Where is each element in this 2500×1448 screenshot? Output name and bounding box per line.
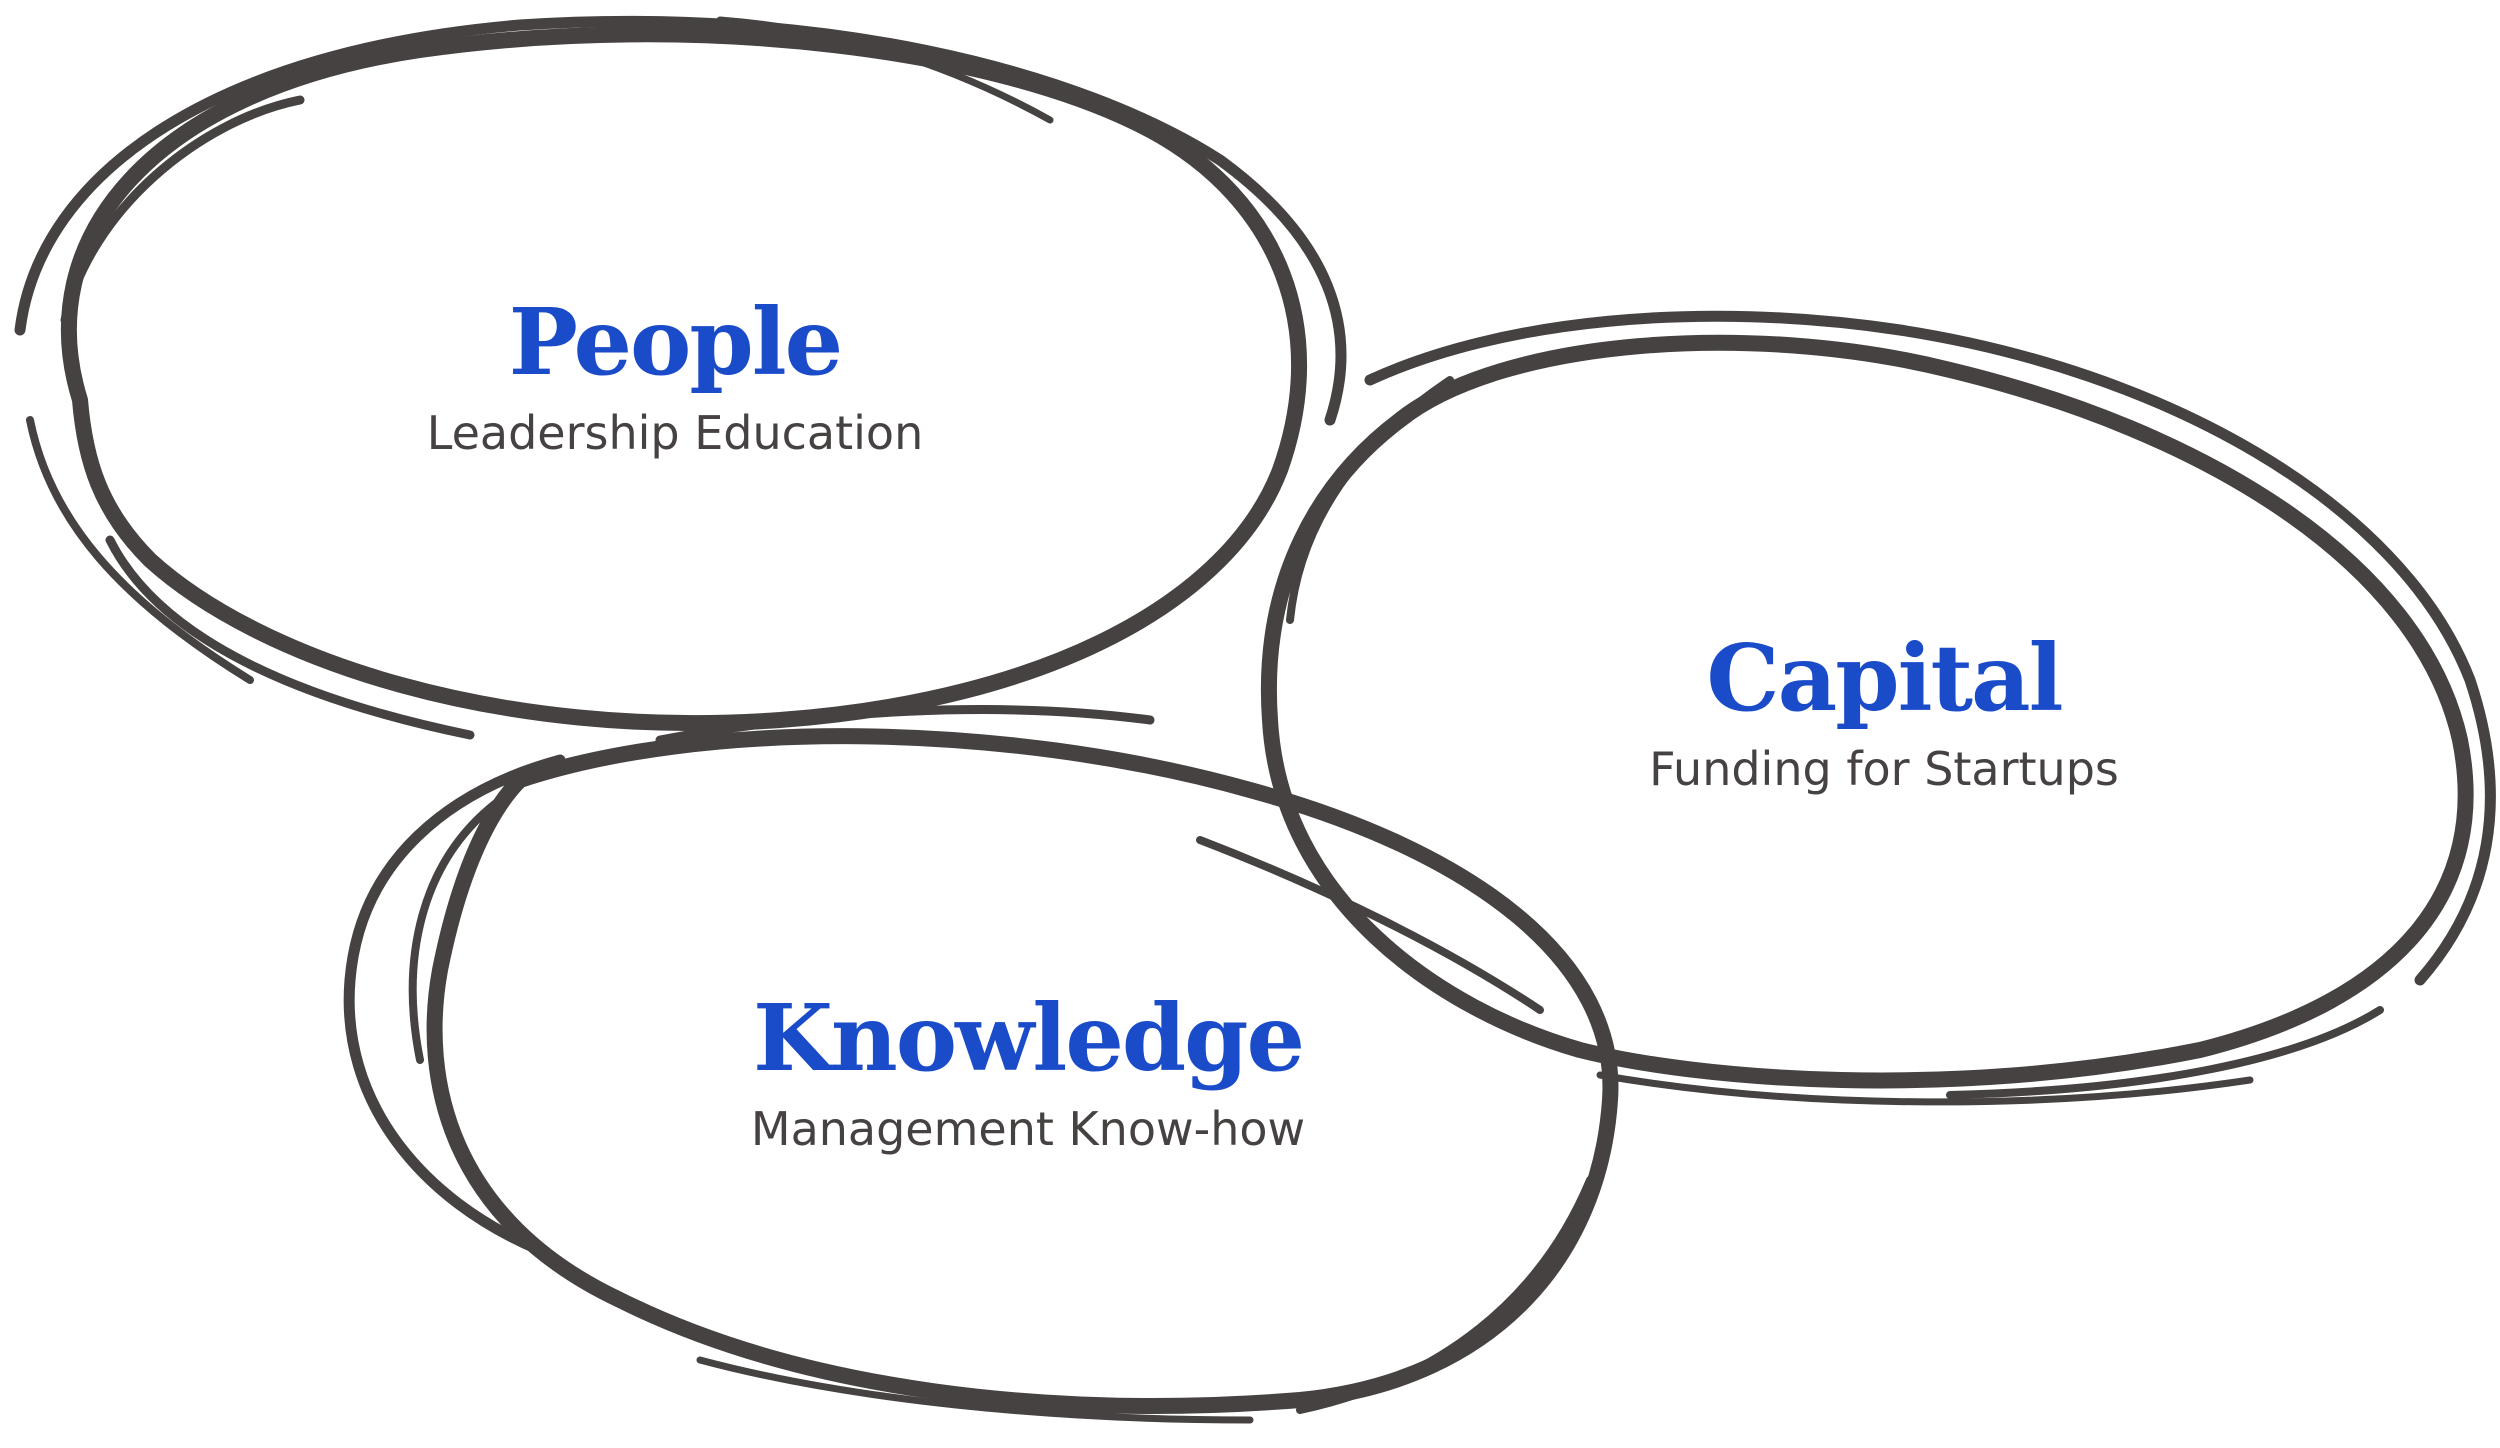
- people-title: People: [508, 288, 843, 396]
- knowledge-subtitle: Management Know-how: [750, 1102, 1306, 1156]
- people-label: People Leadership Education: [427, 296, 923, 456]
- people-subtitle: Leadership Education: [426, 406, 924, 460]
- capital-label: Capital Funding for Startups: [1649, 632, 2119, 792]
- knowledge-title: Knowledge: [752, 984, 1305, 1092]
- capital-title: Capital: [1706, 624, 2063, 732]
- knowledge-ellipse: [343, 705, 1619, 1424]
- capital-subtitle: Funding for Startups: [1649, 742, 2119, 796]
- people-ellipse: [14, 15, 1347, 740]
- knowledge-label: Knowledge Management Know-how: [751, 992, 1305, 1152]
